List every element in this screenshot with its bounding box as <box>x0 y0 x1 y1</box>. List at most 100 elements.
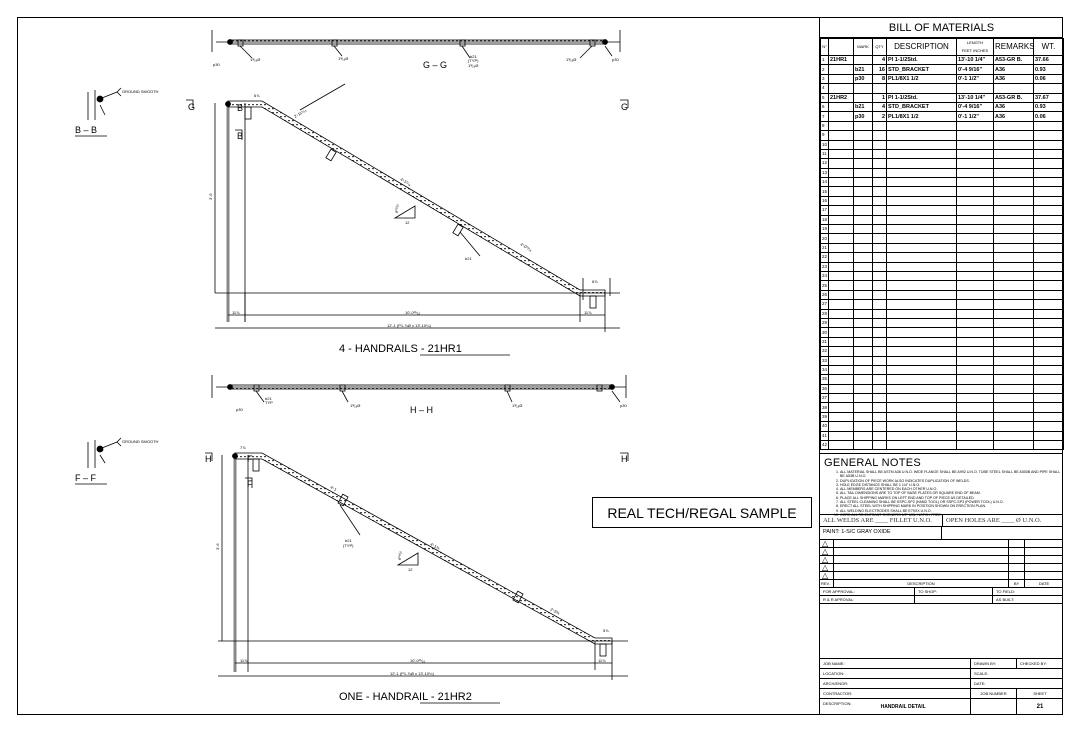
bom-cell-length: 0'-4 9/16" <box>956 64 994 75</box>
bom-cell-length <box>956 270 994 282</box>
bom-cell-piece-mark <box>828 411 854 423</box>
bom-title: BILL OF MATERIALS <box>820 17 1063 38</box>
bom-cell-length <box>956 336 994 348</box>
bom-cell-qty <box>872 402 887 413</box>
bom-cell-qty <box>872 148 887 160</box>
dim-slope-c: 2'-9⅝ <box>550 607 562 616</box>
bom-cell-description <box>886 205 957 216</box>
bom-cell-description <box>886 383 957 395</box>
bom-cell-mark <box>853 130 873 141</box>
bom-row: 17 <box>820 205 1064 216</box>
bom-cell-mark <box>853 195 873 207</box>
bom-cell-length <box>956 242 994 254</box>
bom-cell-length <box>956 233 994 244</box>
bom-cell-description <box>886 120 957 132</box>
bom-cell-piece-mark <box>828 130 854 141</box>
note-item: ALL MEMBERS ARE CENTERED ON EACH OTHER U… <box>840 487 1063 491</box>
note-item: ALL STEEL CLEANING SHALL BE SSPC-SP2 (HA… <box>840 500 1063 504</box>
bom-cell-remarks: A53-GR B. <box>993 92 1034 103</box>
bom-cell-mark: p30 <box>853 111 873 122</box>
bom-row: 28 <box>820 308 1064 319</box>
handrail-21hr2-elevation <box>205 452 629 704</box>
bom-cell-description <box>886 195 957 207</box>
bom-cell-weight <box>1033 158 1064 169</box>
bom-cell-length: 0'-4 9/16" <box>956 101 994 113</box>
header-mark: MARK <box>853 38 873 56</box>
bom-cell-row-number: 6 <box>820 101 829 113</box>
bom-cell-row-number: 15 <box>820 186 829 197</box>
description-label: DESCRIPTION: <box>823 701 852 706</box>
bom-row: 32 <box>820 346 1064 357</box>
bom-cell-mark <box>853 205 873 216</box>
location: LOCATION: <box>820 669 971 678</box>
rev-header: REV. <box>820 580 834 587</box>
bom-cell-length: 0'-1 1/2" <box>956 73 994 85</box>
bom-cell-qty <box>872 186 887 197</box>
bom-cell-length: 13'-10 1/4" <box>956 92 994 103</box>
bom-cell-row-number: 37 <box>820 393 829 404</box>
note-item: ERECT ALL STEEL WITH SHIPPING MARK IN PO… <box>840 504 1063 508</box>
bom-cell-row-number: 10 <box>820 139 829 150</box>
bom-cell-weight <box>1033 130 1064 141</box>
bom-cell-length <box>956 261 994 273</box>
callout: b21 <box>345 538 352 543</box>
bom-cell-weight <box>1033 299 1064 310</box>
blank <box>915 596 993 603</box>
bom-cell-length <box>956 177 994 188</box>
bom-cell-weight <box>1033 270 1064 282</box>
bom-cell-row-number: 17 <box>820 205 829 216</box>
bom-cell-remarks <box>993 261 1034 273</box>
bom-cell-row-number: 19 <box>820 224 829 235</box>
pitch-run: 12 <box>408 567 413 572</box>
bom-cell-qty <box>872 177 887 188</box>
bom-cell-mark <box>853 186 873 197</box>
bom-cell-remarks <box>993 383 1034 395</box>
bom-cell-remarks <box>993 411 1034 423</box>
sample-stamp: REAL TECH/REGAL SAMPLE <box>592 497 812 528</box>
bom-cell-weight: 0.93 <box>1033 101 1064 113</box>
bom-row: 31 <box>820 336 1064 348</box>
bom-cell-piece-mark <box>828 289 854 301</box>
bom-cell-length <box>956 83 994 94</box>
bom-cell-piece-mark <box>828 393 854 404</box>
bom-cell-description <box>886 148 957 160</box>
date: DATE: <box>974 681 986 686</box>
bom-row: 34 <box>820 364 1064 376</box>
bom-cell-mark <box>853 393 873 404</box>
bom-cell-remarks <box>993 252 1034 263</box>
callout: 1³⁄₁₆Ø <box>338 56 348 61</box>
bom-row: 35 <box>820 374 1064 385</box>
bom-cell-qty <box>872 346 887 357</box>
bom-cell-description <box>886 270 957 282</box>
bom-row: 13 <box>820 167 1064 179</box>
bom-cell-length <box>956 195 994 207</box>
bom-cell-description <box>886 130 957 141</box>
bom-cell-remarks <box>993 346 1034 357</box>
bom-cell-description <box>886 289 957 301</box>
callout: p30 <box>213 62 220 67</box>
bom-cell-length <box>956 139 994 150</box>
bom-cell-row-number: 32 <box>820 346 829 357</box>
bom-cell-length <box>956 355 994 366</box>
general-notes-title: GENERAL NOTES <box>824 457 922 469</box>
bom-cell-qty <box>872 214 887 226</box>
note-item: ALL WELDING ELECTRODES SHALL BE E70XX U.… <box>840 509 1063 513</box>
bom-cell-mark: b21 <box>853 64 873 75</box>
title-block: BILL OF MATERIALS N° MARK QTY DESCRIPTIO… <box>819 17 1064 715</box>
bom-cell-mark <box>853 233 873 244</box>
description-header: DESCRIPTION <box>834 580 1009 587</box>
bom-cell-mark <box>853 167 873 179</box>
cut-mark-g-left: G <box>188 102 195 112</box>
dim-middle: 10'-0¹¹⁄₁₆ <box>405 310 420 315</box>
view-title-21hr2: ONE - HANDRAIL - 21HR2 <box>339 691 472 703</box>
callout: 1³⁄₁₆Ø <box>566 57 576 62</box>
bom-cell-row-number: 36 <box>820 383 829 395</box>
bom-cell-description <box>886 177 957 188</box>
detail-label-b-b: B – B <box>75 125 97 135</box>
bom-cell-row-number: 3 <box>820 73 829 85</box>
bom-cell-piece-mark <box>828 120 854 132</box>
bom-cell-weight <box>1033 374 1064 385</box>
bom-cell-description: STD_BRACKET <box>886 64 957 75</box>
bom-cell-qty <box>872 167 887 179</box>
